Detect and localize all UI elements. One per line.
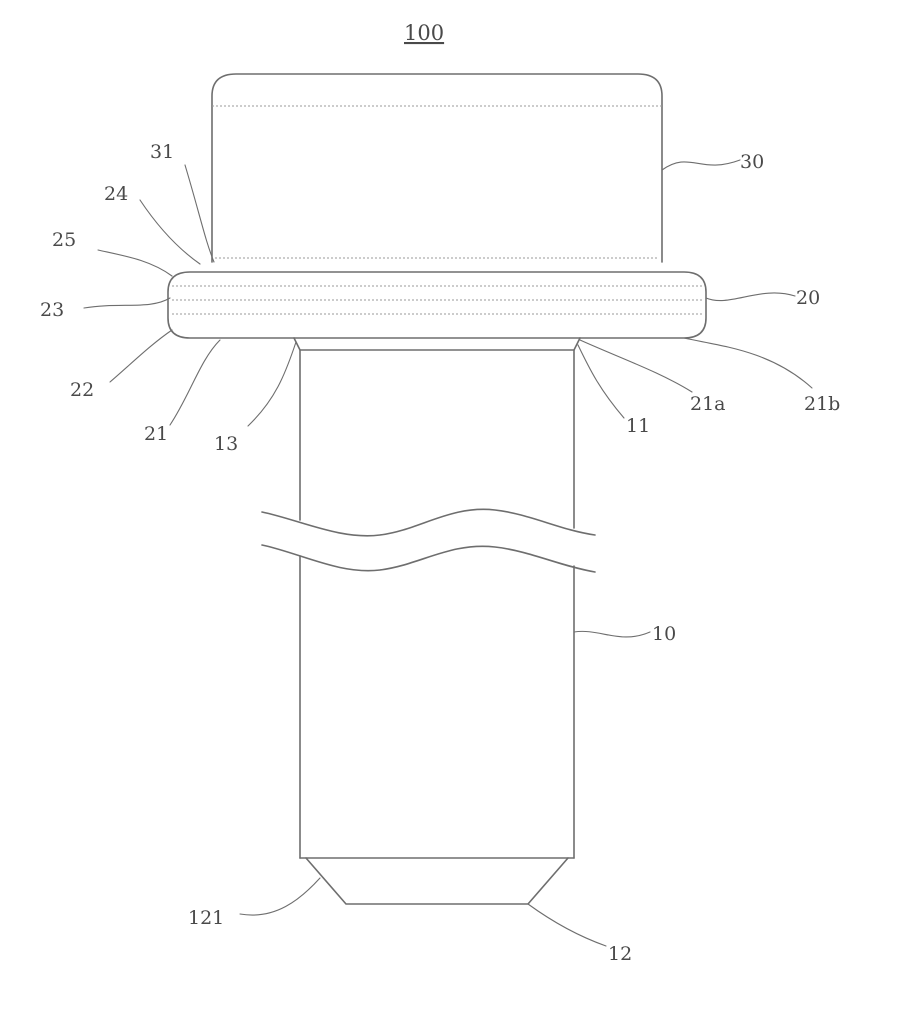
label-23: 23 [40,299,64,321]
label-11: 11 [626,415,650,437]
label-121: 121 [188,907,224,929]
flange-part [168,272,706,338]
shaft-part [262,338,595,904]
label-22: 22 [70,379,94,401]
label-10: 10 [652,623,676,645]
label-21b: 21b [804,393,840,415]
leader-lines [84,160,812,946]
figure-title: 100 [404,21,444,45]
label-24: 24 [104,183,128,205]
label-25: 25 [52,229,76,251]
label-12: 12 [608,943,632,965]
label-20: 20 [796,287,820,309]
label-21: 21 [144,423,168,445]
label-13: 13 [214,433,238,455]
cap-part [212,74,662,262]
label-21a: 21a [690,393,726,415]
label-31: 31 [150,141,174,163]
label-30: 30 [740,151,764,173]
